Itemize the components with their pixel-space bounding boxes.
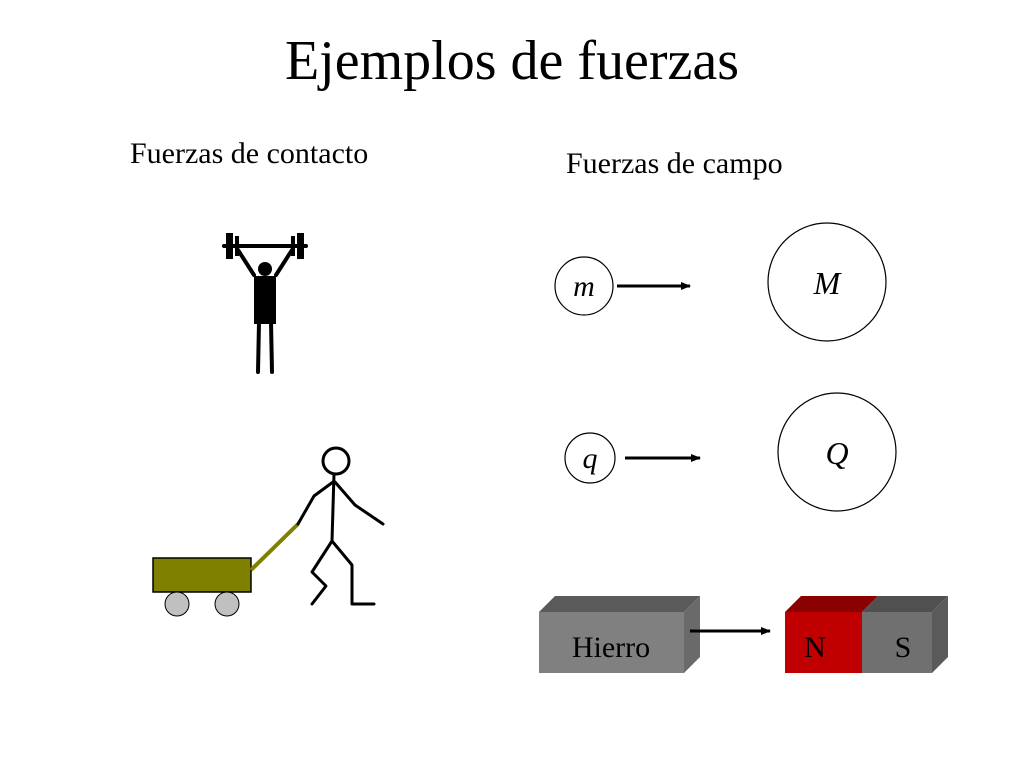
contact-forces-heading: Fuerzas de contacto xyxy=(130,137,369,170)
iron-block: Hierro xyxy=(539,596,700,673)
person-pulling-cart-icon xyxy=(296,446,385,606)
south-pole-label: S xyxy=(895,631,912,664)
small-charge-circle xyxy=(564,432,616,484)
large-mass-label: M xyxy=(813,265,843,301)
field-forces-heading: Fuerzas de campo xyxy=(566,147,783,180)
small-mass-circle xyxy=(554,256,614,316)
magnet-block: N S xyxy=(785,596,948,673)
north-pole-label: N xyxy=(804,631,826,664)
large-charge-circle xyxy=(777,392,897,512)
iron-label: Hierro xyxy=(572,631,650,664)
large-mass-circle xyxy=(767,222,887,342)
weightlifter-icon xyxy=(222,233,308,374)
large-charge-label: Q xyxy=(825,435,848,471)
wagon-icon xyxy=(152,522,300,617)
page-title: Ejemplos de fuerzas xyxy=(284,30,740,92)
small-mass-label: m xyxy=(573,270,595,303)
small-charge-label: q xyxy=(583,442,598,475)
